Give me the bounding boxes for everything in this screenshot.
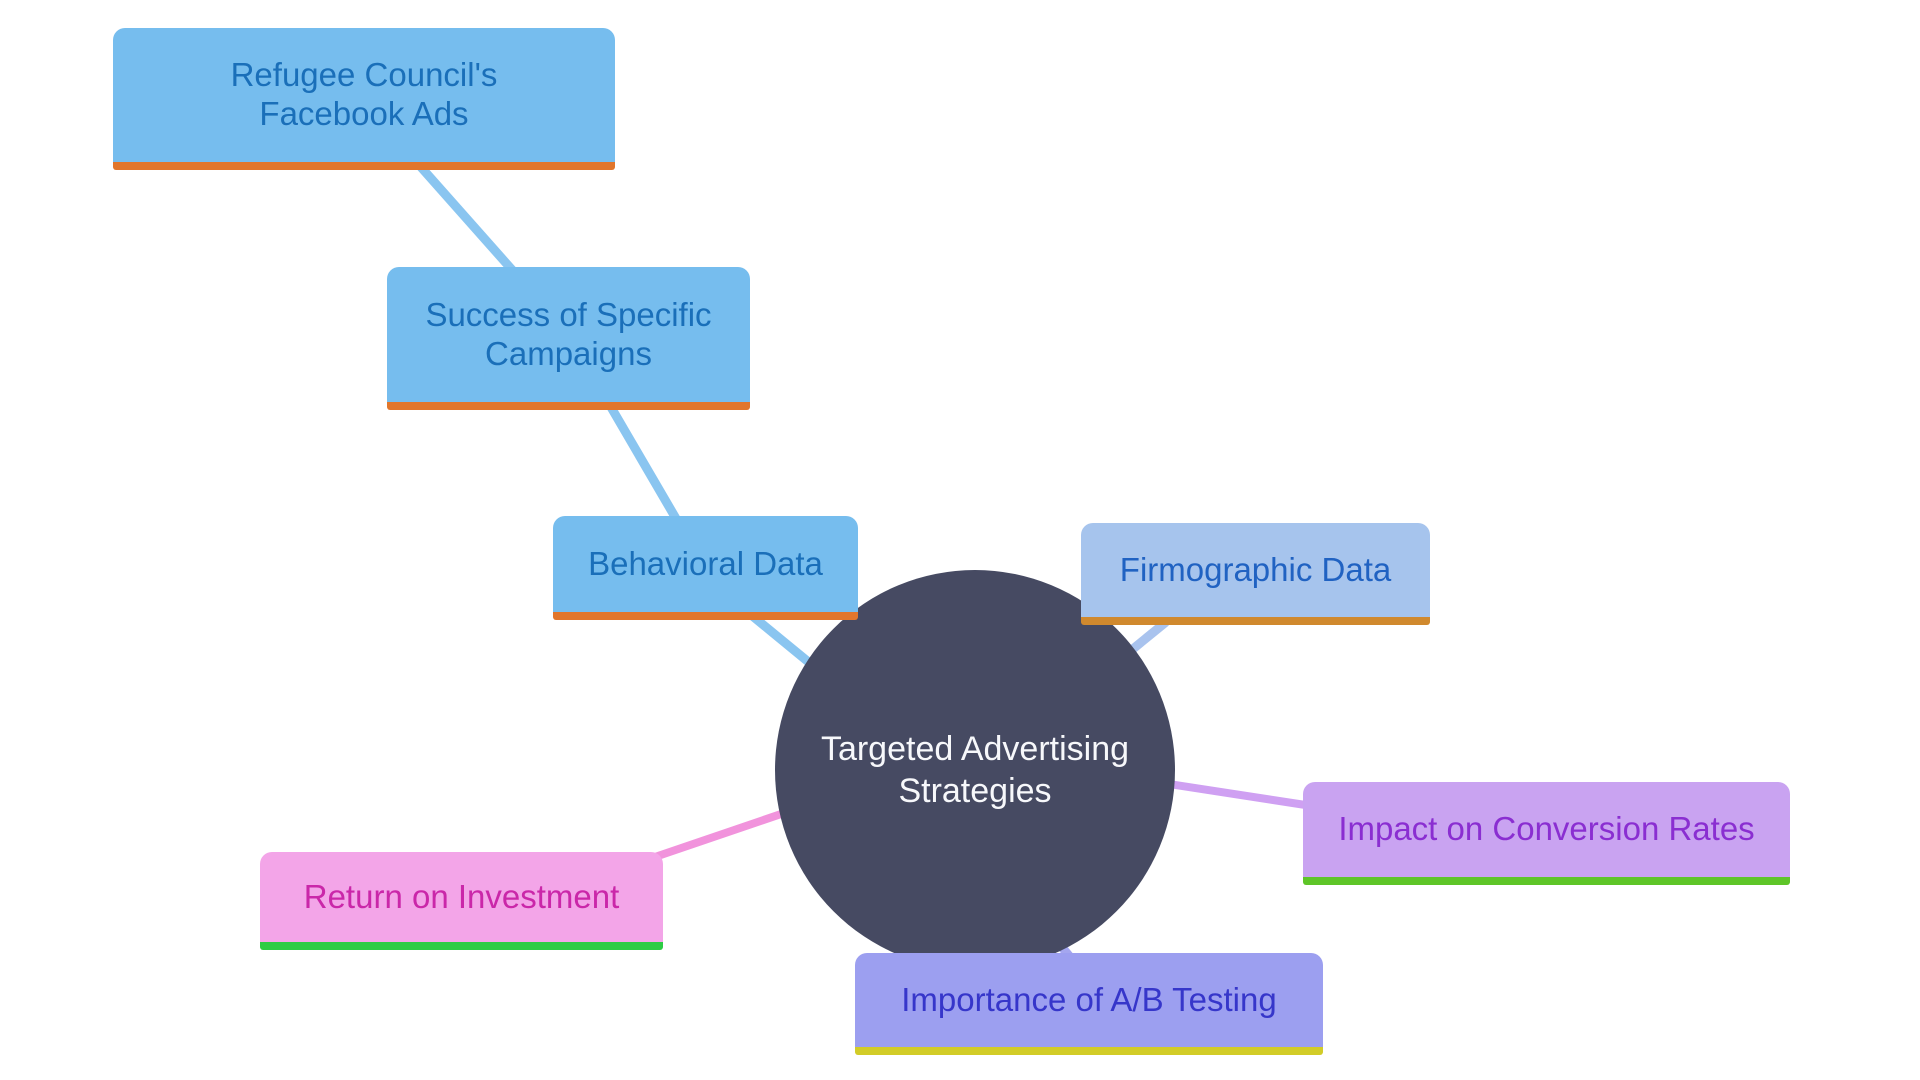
node-impact-on-conversion-rates: Impact on Conversion Rates — [1303, 782, 1790, 885]
node-label: Firmographic Data — [1119, 550, 1392, 588]
connector-success-to-behavioral — [604, 399, 682, 525]
node-label: Behavioral Data — [588, 544, 823, 582]
node-label: Impact on Conversion Rates — [1338, 810, 1755, 848]
node-success-of-specific-campaigns: Success of Specific Campaigns — [387, 267, 750, 410]
node-label: Success of Specific Campaigns — [425, 295, 712, 372]
node-return-on-investment: Return on Investment — [260, 852, 663, 950]
node-label: Importance of A/B Testing — [901, 980, 1277, 1018]
connector-refugee-to-success — [416, 163, 518, 275]
node-firmographic-data: Firmographic Data — [1081, 523, 1430, 625]
node-label: Return on Investment — [303, 877, 620, 915]
node-label: Refugee Council's Facebook Ads — [230, 56, 498, 132]
center-node-label: Targeted Advertising Strategies — [820, 729, 1130, 811]
node-behavioral-data: Behavioral Data — [553, 516, 858, 620]
node-refugee-councils-facebook-ads: Refugee Council's Facebook Ads — [113, 28, 615, 170]
center-node-targeted-advertising-strategies: Targeted Advertising Strategies — [775, 570, 1175, 970]
node-importance-of-ab-testing: Importance of A/B Testing — [855, 953, 1323, 1055]
